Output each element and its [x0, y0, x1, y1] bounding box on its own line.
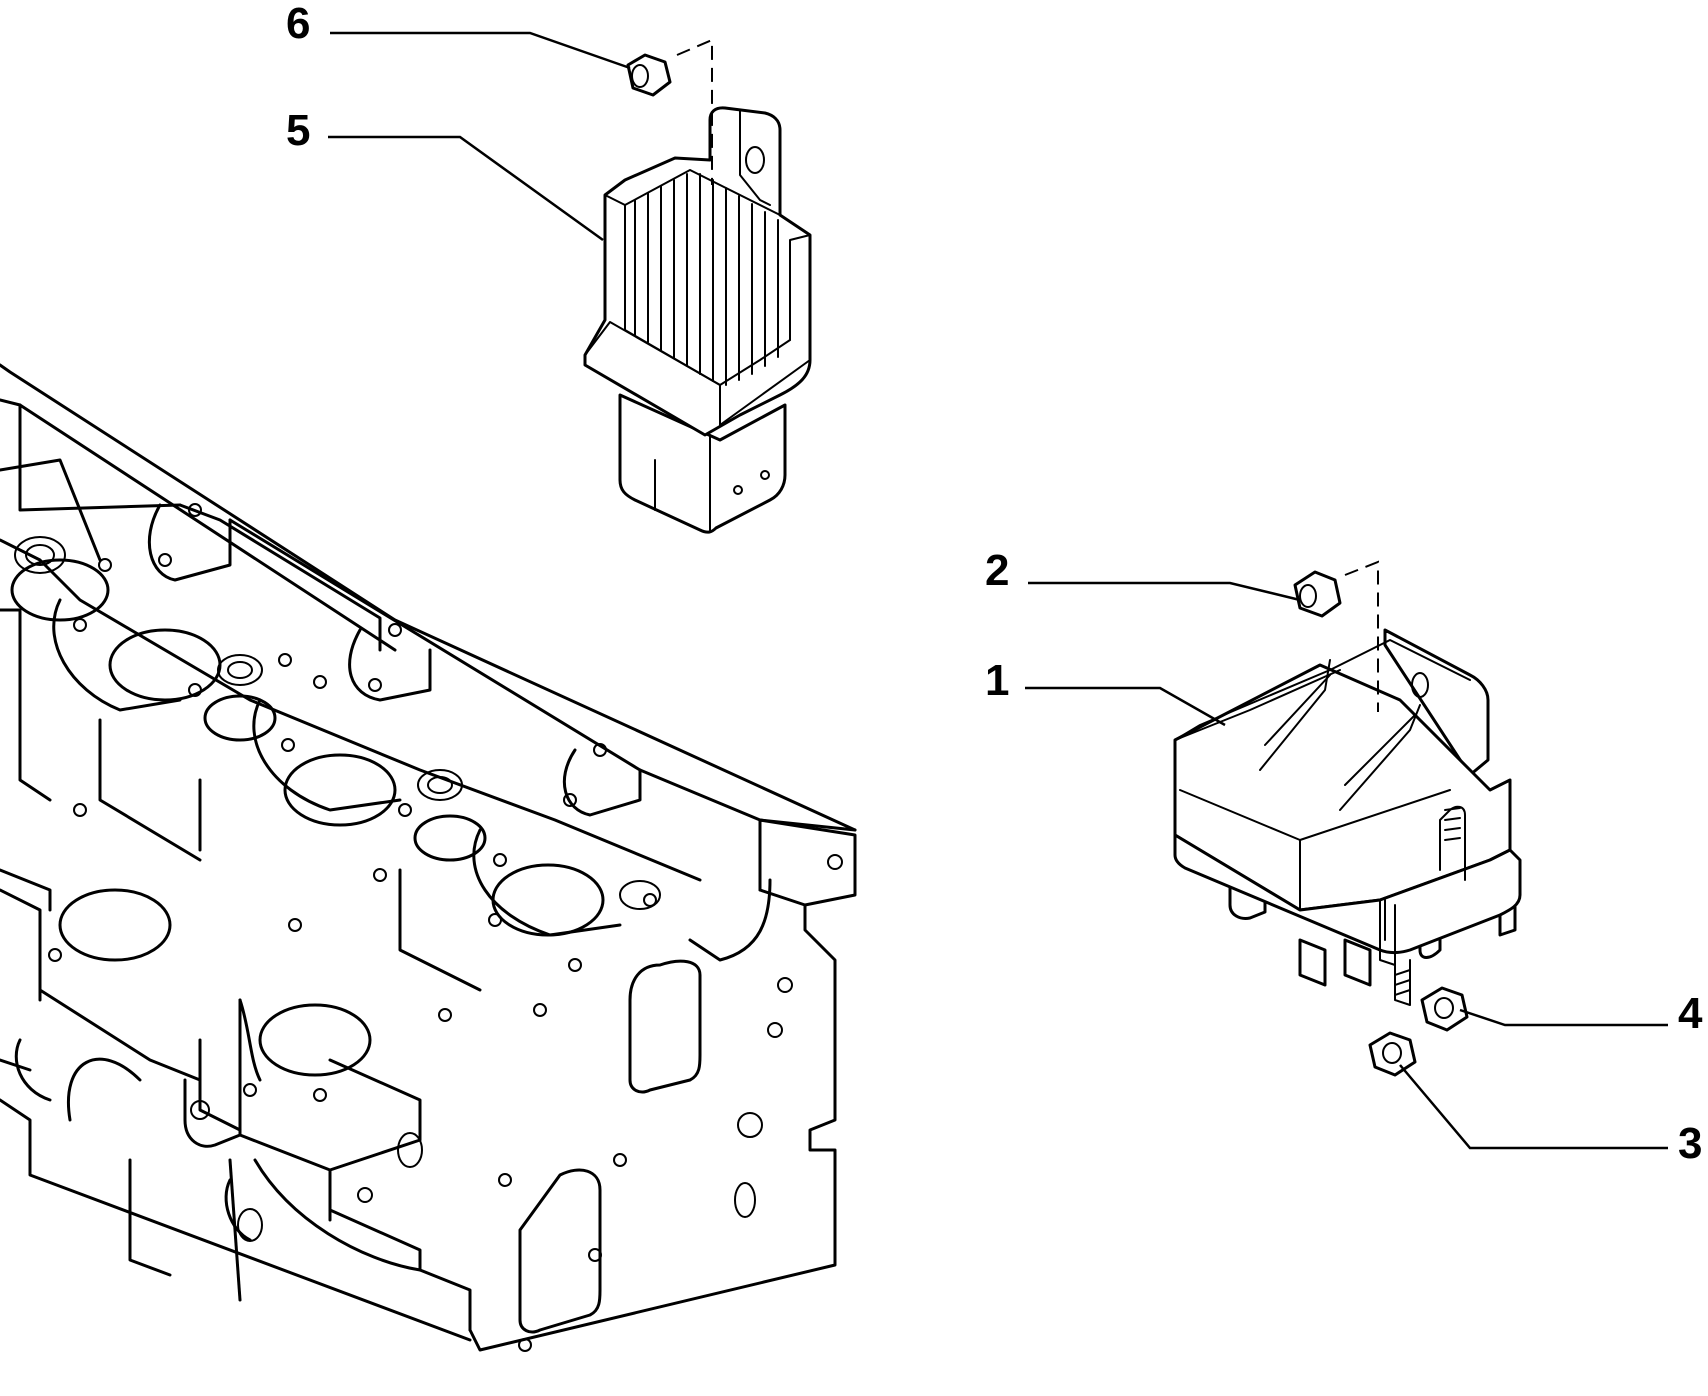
callout-3: 3 — [1678, 1119, 1702, 1168]
part-4-nut — [1420, 986, 1469, 1032]
cylinder-head-drawing — [0, 363, 857, 1352]
part-1-relay-unit — [1173, 628, 1522, 1006]
callout-2: 2 — [985, 546, 1009, 595]
callout-6: 6 — [286, 0, 310, 48]
part-5-relay-module — [583, 106, 812, 534]
leader-line-6 — [330, 31, 631, 70]
callout-4: 4 — [1678, 989, 1703, 1038]
leader-line-4 — [1459, 1008, 1668, 1027]
callout-5: 5 — [286, 106, 310, 155]
leader-line-5 — [328, 135, 604, 242]
part-2-nut — [1293, 560, 1379, 712]
leader-lines — [328, 31, 1668, 1150]
leader-line-2 — [1028, 581, 1301, 602]
callout-1: 1 — [985, 656, 1009, 705]
leader-line-3 — [1399, 1064, 1668, 1150]
leader-line-1 — [1025, 686, 1226, 727]
part-6-nut — [626, 38, 713, 185]
part-3-nut — [1368, 1031, 1417, 1077]
